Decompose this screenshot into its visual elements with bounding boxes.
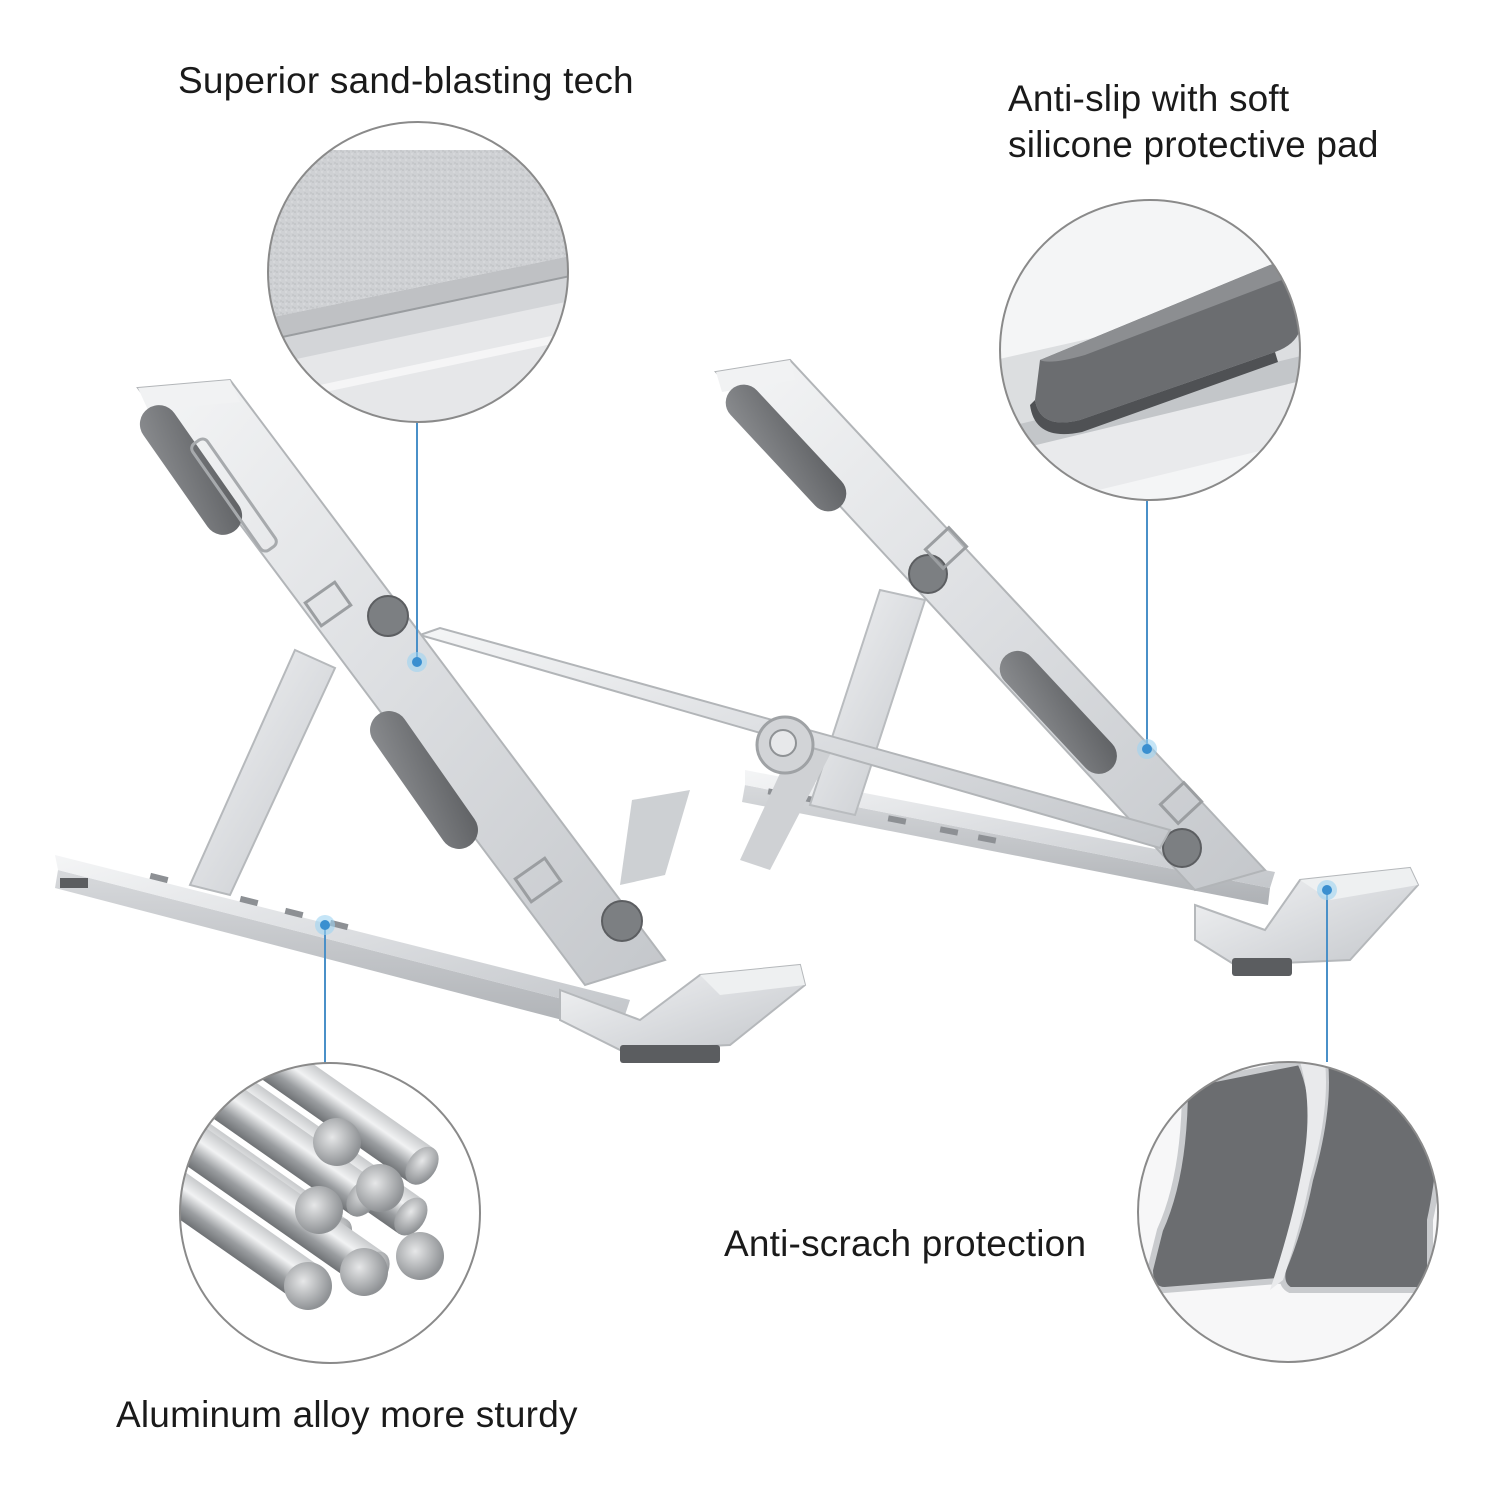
detail-circle-anti-scratch: [1137, 1061, 1439, 1363]
left-base-rail: [55, 855, 807, 1063]
detail-circle-anti-slip: [999, 199, 1301, 501]
right-support-arm: [714, 358, 1267, 892]
callout-label-sandblasting: Superior sand-blasting tech: [178, 58, 634, 104]
callout-label-anti-slip: Anti-slip with soft silicone protective …: [1008, 76, 1379, 168]
callout-text-sandblasting: Superior sand-blasting tech: [178, 60, 634, 101]
callout-label-aluminum: Aluminum alloy more sturdy: [116, 1392, 578, 1438]
left-support-arm: [136, 378, 667, 987]
detail-circle-sandblasting: [267, 121, 569, 423]
callout-leaders: [324, 422, 1328, 1063]
detail-circle-aluminum: [179, 1062, 481, 1364]
callout-text-aluminum: Aluminum alloy more sturdy: [116, 1394, 578, 1435]
callout-text-anti-slip-line2: silicone protective pad: [1008, 124, 1379, 165]
laptop-stand: [55, 358, 1420, 1063]
callout-text-anti-slip-line1: Anti-slip with soft: [1008, 78, 1290, 119]
callout-label-anti-scratch: Anti-scrach protection: [724, 1221, 1086, 1267]
callout-text-anti-scratch: Anti-scrach protection: [724, 1223, 1087, 1264]
callout-dots: [315, 652, 1337, 935]
